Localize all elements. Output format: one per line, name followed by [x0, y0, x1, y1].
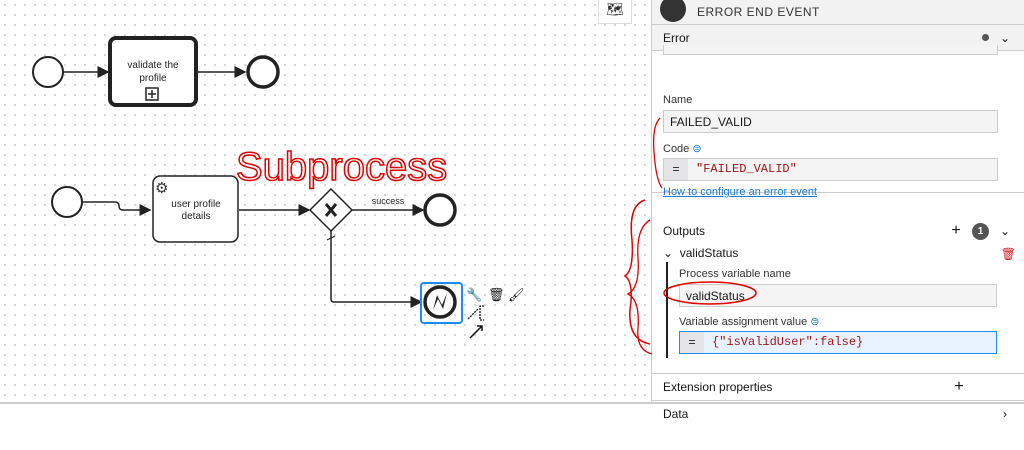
- end-event-1[interactable]: [246, 55, 280, 89]
- paintbrush-icon[interactable]: 🖌: [508, 287, 525, 302]
- task-label: details: [182, 211, 211, 222]
- feel-active-icon: ⊜: [810, 316, 820, 328]
- expand-marker-icon[interactable]: [145, 87, 159, 101]
- default-flow[interactable]: [330, 231, 423, 308]
- code-input[interactable]: = "FAILED_VALID": [663, 158, 998, 181]
- error-icon: [433, 293, 447, 310]
- feel-icon: ⊜: [692, 143, 702, 155]
- output-item-title: validStatus: [679, 246, 739, 260]
- add-icon[interactable]: +: [951, 222, 961, 239]
- feel-prefix: =: [680, 332, 704, 353]
- group-title: Error: [663, 30, 690, 45]
- assign-label: Variable assignment value ⊜: [679, 316, 820, 328]
- assign-input[interactable]: = {"isValidUser":false}: [679, 331, 997, 354]
- var-name-label: Process variable name: [679, 268, 791, 280]
- text-annotation-icon[interactable]: [467, 305, 484, 321]
- delete-icon[interactable]: 🗑: [1000, 247, 1016, 261]
- dot-indicator-icon: [982, 34, 989, 41]
- annotation-circle: [663, 281, 757, 305]
- error-select[interactable]: [663, 45, 998, 55]
- sequence-flow[interactable]: [82, 201, 152, 216]
- bpmn-diagram[interactable]: validate the profile ⚙ user profile deta…: [0, 0, 651, 404]
- trash-icon[interactable]: 🗑: [488, 287, 505, 302]
- properties-panel: ERROR END EVENT Error ⌄ Name FAILED_VALI…: [626, 0, 1024, 421]
- code-value: "FAILED_VALID": [696, 162, 797, 176]
- annotation-brace: [652, 117, 663, 189]
- group-title: Extension properties: [663, 380, 773, 394]
- map-icon: 🗺: [606, 0, 624, 17]
- annotation-brace: [623, 199, 651, 345]
- name-input[interactable]: FAILED_VALID: [663, 110, 998, 133]
- flow-label: success: [372, 196, 405, 206]
- add-icon[interactable]: +: [954, 378, 964, 395]
- panel-header: ERROR END EVENT: [652, 0, 1024, 25]
- chevron-down-icon[interactable]: ⌄: [999, 30, 1011, 45]
- minimap-toggle[interactable]: 🗺: [598, 0, 632, 24]
- gear-icon: ⚙: [155, 180, 168, 197]
- end-event-2[interactable]: [423, 193, 457, 227]
- outputs-group: Outputs + 1 ⌄ ⌄ validStatus 🗑 Process va…: [626, 218, 1024, 374]
- start-event-2[interactable]: [51, 186, 83, 218]
- service-task-user-profile[interactable]: [152, 175, 239, 243]
- chevron-right-icon[interactable]: ›: [1003, 407, 1007, 421]
- group-title: Outputs: [663, 224, 706, 238]
- error-end-event-icon: [660, 0, 686, 22]
- task-label: user profile: [171, 199, 221, 210]
- var-name-input[interactable]: validStatus: [679, 284, 997, 307]
- annotation-brace: [626, 219, 653, 355]
- x-icon: [324, 203, 338, 217]
- diagram-canvas[interactable]: validate the profile ⚙ user profile deta…: [0, 0, 651, 404]
- data-group[interactable]: Data ›: [652, 401, 1024, 427]
- code-label: Code ⊜: [663, 143, 702, 155]
- chevron-down-icon[interactable]: ⌄: [999, 224, 1011, 238]
- output-item-header[interactable]: ⌄ validStatus: [663, 246, 738, 260]
- extension-properties-group[interactable]: Extension properties +: [652, 374, 1024, 401]
- count-badge: 1: [972, 222, 989, 240]
- name-label: Name: [663, 94, 693, 106]
- wrench-icon[interactable]: 🔧: [466, 286, 482, 302]
- start-event-1[interactable]: [32, 56, 64, 88]
- connect-arrow-icon[interactable]: [469, 325, 483, 339]
- task-label: profile: [139, 73, 167, 84]
- selection-outline: [420, 282, 463, 324]
- panel-title: ERROR END EVENT: [697, 5, 820, 19]
- task-label: validate the: [127, 60, 179, 71]
- subprocess-validate-profile[interactable]: [108, 36, 198, 107]
- chevron-down-icon: ⌄: [663, 246, 674, 260]
- assign-value: {"isValidUser":false}: [712, 335, 864, 349]
- feel-prefix: =: [664, 159, 688, 180]
- group-title: Data: [663, 407, 689, 421]
- outputs-group-header[interactable]: Outputs + 1 ⌄: [652, 218, 1024, 244]
- help-link[interactable]: How to configure an error event: [663, 186, 818, 198]
- error-group: Error ⌄ Name FAILED_VALID Code ⊜ = "FAILE…: [652, 25, 1024, 198]
- annotation-subprocess: Subprocess: [236, 145, 447, 189]
